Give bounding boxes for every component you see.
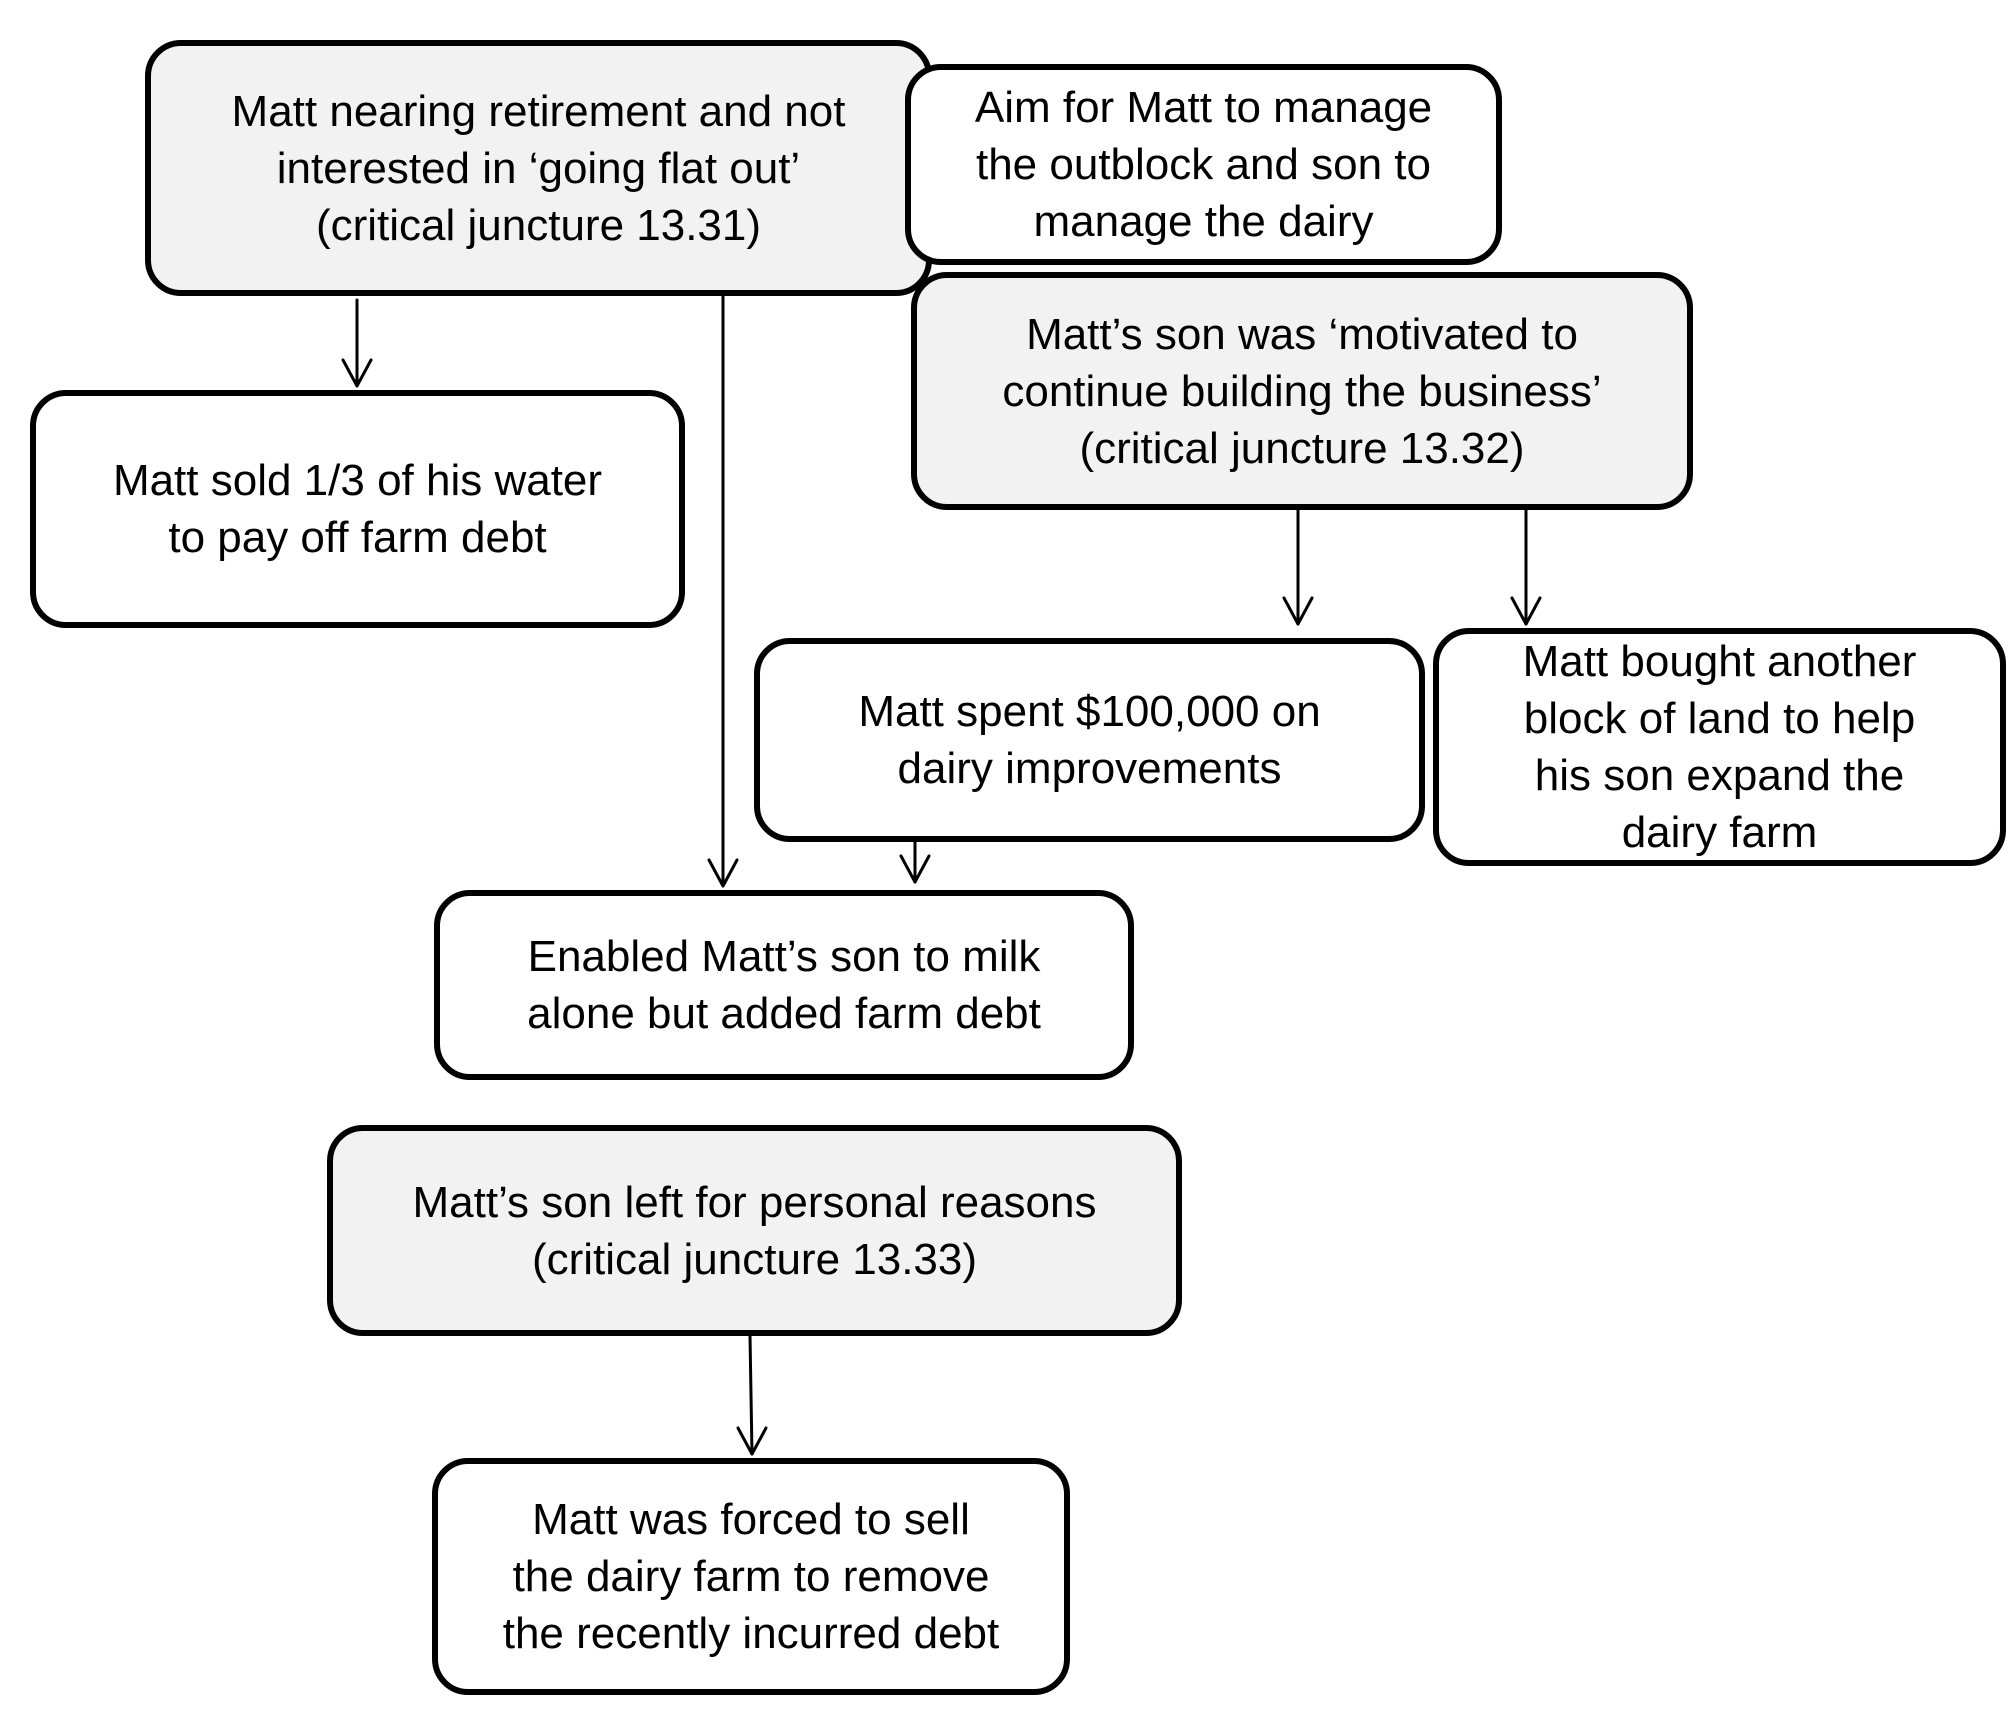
node-son-left: Matt’s son left for personal reasons (cr… [327,1125,1182,1336]
node-sold-water: Matt sold 1/3 of his water to pay off fa… [30,390,685,628]
node-enabled: Enabled Matt’s son to milk alone but add… [434,890,1134,1080]
node-enabled-text: Enabled Matt’s son to milk alone but add… [527,932,1041,1038]
node-son-motivated-text: Matt’s son was ‘motivated to continue bu… [1002,309,1602,473]
node-forced-sell: Matt was forced to sell the dairy farm t… [432,1458,1070,1695]
arrow-son-motivated-to-spent [1282,508,1314,626]
arrow-son-left-to-forced-sell [736,1334,768,1456]
node-spent: Matt spent $100,000 on dairy improvement… [754,638,1425,842]
node-sold-water-text: Matt sold 1/3 of his water to pay off fa… [112,456,603,562]
arrow-retirement-to-sold-water [341,298,373,388]
node-bought-land-text: Matt bought another block of land to hel… [1522,637,1917,857]
node-spent-text: Matt spent $100,000 on dairy improvement… [858,687,1321,793]
node-retirement-text: Matt nearing retirement and not interest… [231,86,846,250]
node-retirement: Matt nearing retirement and not interest… [145,40,932,296]
arrow-spent-to-enabled [899,840,931,884]
arrow-son-motivated-to-bought-land [1510,508,1542,626]
node-aim: Aim for Matt to manage the outblock and … [905,64,1502,265]
node-son-motivated: Matt’s son was ‘motivated to continue bu… [911,272,1693,510]
node-son-left-text: Matt’s son left for personal reasons (cr… [412,1177,1097,1284]
node-forced-sell-text: Matt was forced to sell the dairy farm t… [502,1495,1000,1658]
node-aim-text: Aim for Matt to manage the outblock and … [974,83,1433,246]
node-bought-land: Matt bought another block of land to hel… [1433,628,2006,866]
arrow-retirement-to-enabled [707,294,739,888]
